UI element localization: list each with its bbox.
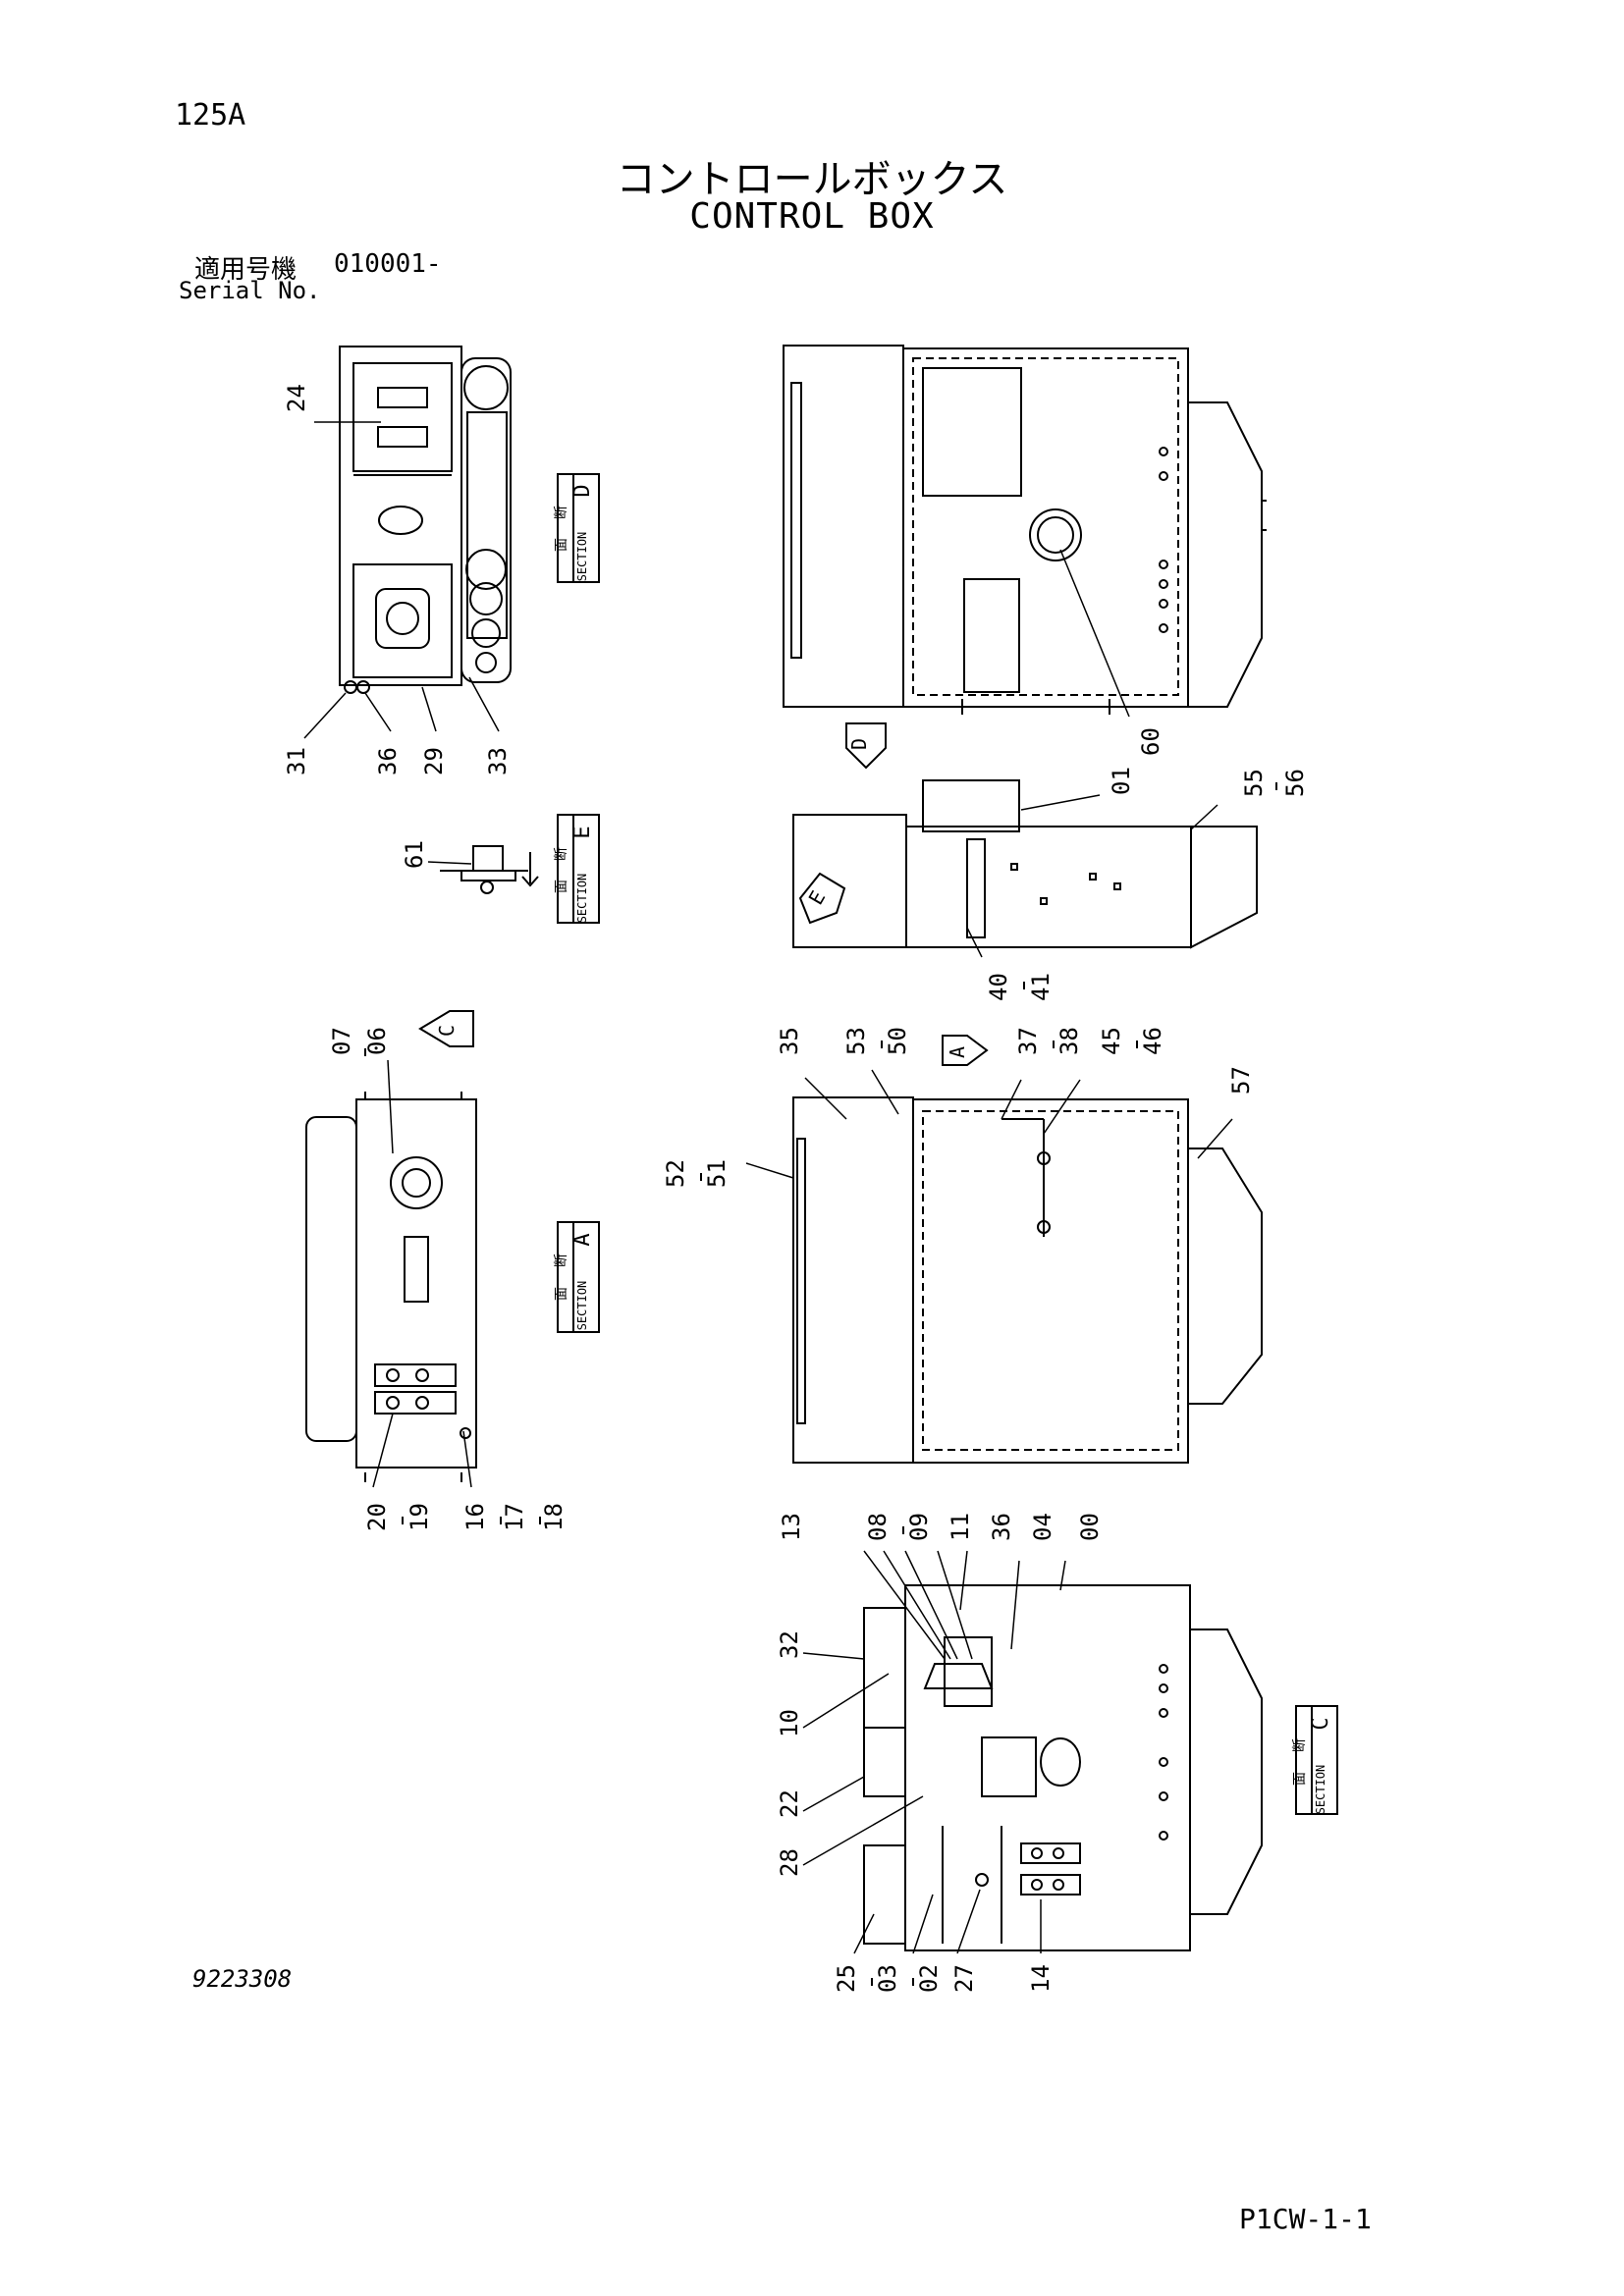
section-a-side-view <box>792 1096 1263 1464</box>
section-e-word: SECTION <box>575 874 589 924</box>
part-label: 01 <box>1108 767 1135 795</box>
part-label: 45 <box>1098 1027 1125 1055</box>
section-a-letter: A <box>570 1233 595 1246</box>
section-e-kanji-1: 断 <box>554 847 569 861</box>
section-e-letter: E <box>570 826 595 838</box>
section-a-word: SECTION <box>575 1281 589 1331</box>
part-label: 40 <box>985 973 1012 1001</box>
view-marker-c: C <box>418 1010 474 1047</box>
page-number: 125A <box>175 98 246 133</box>
section-d-letter: D <box>570 484 595 497</box>
part-label: 09 <box>905 1513 933 1541</box>
leader-lines <box>303 421 1233 1954</box>
section-d-word: SECTION <box>575 532 589 582</box>
serial-label-japanese: 適用号機 <box>194 255 298 285</box>
label-range-dashes <box>364 782 1277 1986</box>
view-marker-e-letter: E <box>804 886 831 908</box>
part-label: 29 <box>420 747 448 775</box>
part-label: 03 <box>874 1964 901 1993</box>
section-a-kanji-1: 断 <box>554 1254 569 1267</box>
part-label: 24 <box>283 384 310 412</box>
view-marker-a: A <box>942 1035 989 1066</box>
part-label: 41 <box>1027 973 1055 1001</box>
part-label: 32 <box>776 1630 803 1659</box>
part-label: 46 <box>1139 1027 1166 1055</box>
part-label: 56 <box>1281 769 1309 797</box>
part-label: 52 <box>662 1159 689 1188</box>
section-d-kanji-2: 面 <box>554 538 569 552</box>
section-box-c: 断 面 SECTION C <box>1292 1705 1338 1815</box>
part-label: 55 <box>1240 769 1268 797</box>
view-marker-e: E <box>798 872 846 925</box>
part-label: 27 <box>950 1964 978 1993</box>
part-label: 22 <box>776 1789 803 1818</box>
serial-label-english: Serial No. <box>179 277 321 304</box>
front-panel-view <box>339 346 512 694</box>
part-label: 10 <box>776 1709 803 1737</box>
part-label: 36 <box>988 1513 1015 1541</box>
part-label: 35 <box>776 1027 803 1055</box>
main-side-view <box>783 345 1267 715</box>
serial-value: 010001- <box>334 249 442 279</box>
section-c-side-view <box>863 1584 1263 1951</box>
section-c-letter: C <box>1309 1717 1333 1730</box>
section-box-d: 断 面 SECTION D <box>554 473 600 583</box>
page-code: P1CW-1-1 <box>1239 2203 1372 2235</box>
part-label: 57 <box>1227 1066 1255 1095</box>
part-label: 19 <box>406 1503 433 1531</box>
part-label: 14 <box>1027 1964 1055 1993</box>
part-label: 08 <box>864 1513 892 1541</box>
part-label: 11 <box>947 1513 974 1541</box>
part-label: 07 <box>328 1027 355 1055</box>
section-box-a: 断 面 SECTION A <box>554 1221 600 1333</box>
view-marker-a-letter: A <box>946 1046 969 1058</box>
part-label: 50 <box>884 1027 911 1055</box>
part-label: 53 <box>842 1027 870 1055</box>
part-label: 61 <box>401 840 428 869</box>
part-label: 28 <box>776 1848 803 1877</box>
panel-section-a-view <box>305 1092 477 1482</box>
part-label: 04 <box>1029 1513 1056 1541</box>
section-d-kanji-1: 断 <box>554 506 569 519</box>
part-label: 33 <box>484 747 512 775</box>
section-box-e: 断 面 SECTION E <box>554 814 600 924</box>
section-e-kanji-2: 面 <box>554 880 569 893</box>
view-marker-c-letter: C <box>435 1025 459 1037</box>
part-label: 51 <box>703 1159 731 1188</box>
view-marker-d: D <box>845 722 887 770</box>
part-label: 13 <box>778 1513 805 1541</box>
part-label: 37 <box>1014 1027 1042 1055</box>
part-label: 60 <box>1137 727 1164 756</box>
title-japanese: コントロールボックス <box>616 157 1008 202</box>
part-label: 18 <box>540 1503 568 1531</box>
part-label: 20 <box>363 1503 391 1531</box>
part-label: 00 <box>1076 1513 1104 1541</box>
part-label: 25 <box>833 1964 860 1993</box>
drawing-number: 9223308 <box>192 1965 293 1993</box>
section-a-kanji-2: 面 <box>554 1287 569 1301</box>
part-label: 17 <box>501 1503 528 1531</box>
view-marker-d-letter: D <box>847 738 871 750</box>
section-c-kanji-1: 断 <box>1292 1738 1308 1752</box>
section-c-kanji-2: 面 <box>1292 1772 1308 1786</box>
part-label: 31 <box>283 747 310 775</box>
part-label: 06 <box>363 1027 391 1055</box>
part-label: 36 <box>374 747 402 775</box>
part-label: 02 <box>915 1964 943 1993</box>
section-c-word: SECTION <box>1314 1765 1327 1815</box>
part-number-labels: 24 31 36 29 33 61 07 06 20 19 16 17 18 6… <box>283 384 1309 1993</box>
part-label: 38 <box>1056 1027 1083 1055</box>
section-e-detail <box>440 845 539 894</box>
part-label: 16 <box>461 1503 489 1531</box>
section-e-side-view <box>792 779 1258 949</box>
title-english: CONTROL BOX <box>689 196 935 237</box>
